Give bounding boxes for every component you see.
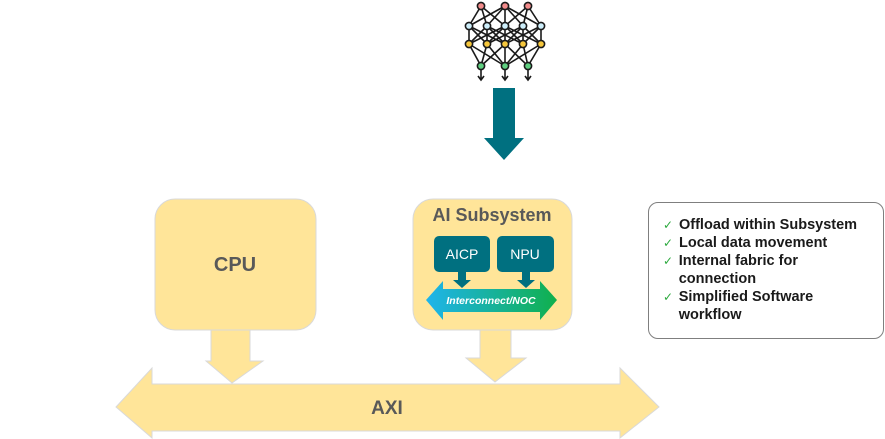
nn-edge <box>504 5 524 27</box>
nn-output-arrow <box>524 70 532 82</box>
benefit-item: ✓ Internal fabric for connection <box>663 252 875 288</box>
nn-edge <box>504 5 529 27</box>
benefit-text: Simplified Software workflow <box>678 289 814 323</box>
nn-node <box>523 61 533 71</box>
nn-node <box>500 21 510 31</box>
nn-node <box>482 21 492 31</box>
nn-node <box>482 39 492 49</box>
nn-edge <box>504 43 524 67</box>
nn-node <box>500 61 510 71</box>
nn-edge <box>480 43 506 67</box>
axi-label: AXI <box>371 398 403 419</box>
nn-node <box>518 21 528 31</box>
nn-edge <box>504 5 542 27</box>
nn-edge <box>486 43 506 67</box>
nn-edge <box>480 5 506 27</box>
nn-output-arrow <box>501 70 509 82</box>
benefits-callout: ✓ Offload within Subsystem ✓ Local data … <box>648 202 884 339</box>
nn-edge <box>504 43 529 67</box>
neural-network-icon <box>464 1 546 82</box>
nn-edge <box>486 5 506 27</box>
nn-edge <box>486 25 524 45</box>
nn-node <box>464 39 474 49</box>
check-icon: ✓ <box>663 290 674 304</box>
npu-down-arrow <box>517 272 535 288</box>
nn-output-arrow <box>477 70 485 82</box>
axi-bus-arrow <box>115 366 660 439</box>
benefit-text: Offload within Subsystem <box>679 217 858 233</box>
benefit-text: Internal fabric for connection <box>678 253 798 287</box>
cpu-label: CPU <box>214 254 256 276</box>
npu-label: NPU <box>510 246 540 262</box>
nn-edge <box>504 43 542 67</box>
benefit-item: ✓ Offload within Subsystem <box>663 216 875 234</box>
nn-node <box>536 21 546 31</box>
nn-node <box>476 1 486 11</box>
check-icon: ✓ <box>663 236 674 250</box>
ai-subsystem-down-arrow <box>464 324 528 383</box>
benefit-item: ✓ Local data movement <box>663 234 875 252</box>
nn-edge <box>468 43 506 67</box>
cpu-down-arrow <box>204 324 265 384</box>
nn-edge <box>468 25 506 45</box>
nn-node <box>476 61 486 71</box>
nn-node <box>518 39 528 49</box>
nn-node <box>536 39 546 49</box>
ai-subsystem-title: AI Subsystem <box>432 205 551 225</box>
aicp-down-arrow <box>453 272 471 288</box>
nn-node <box>500 39 510 49</box>
check-icon: ✓ <box>663 218 674 232</box>
interconnect-noc-label: Interconnect/NOC <box>446 295 536 307</box>
benefit-text: Local data movement <box>679 235 828 251</box>
interconnect-noc-arrow <box>426 281 557 320</box>
nn-node <box>464 21 474 31</box>
nn-edge <box>468 5 506 27</box>
nn-edge <box>504 25 542 45</box>
npu-block <box>497 236 554 272</box>
aicp-block <box>434 236 490 272</box>
nn-node <box>523 1 533 11</box>
nn-node <box>500 1 510 11</box>
check-icon: ✓ <box>663 254 674 268</box>
teal-down-arrow <box>484 88 524 160</box>
cpu-block <box>154 198 317 331</box>
benefit-item: ✓ Simplified Software workflow <box>663 288 875 324</box>
aicp-label: AICP <box>446 246 479 262</box>
